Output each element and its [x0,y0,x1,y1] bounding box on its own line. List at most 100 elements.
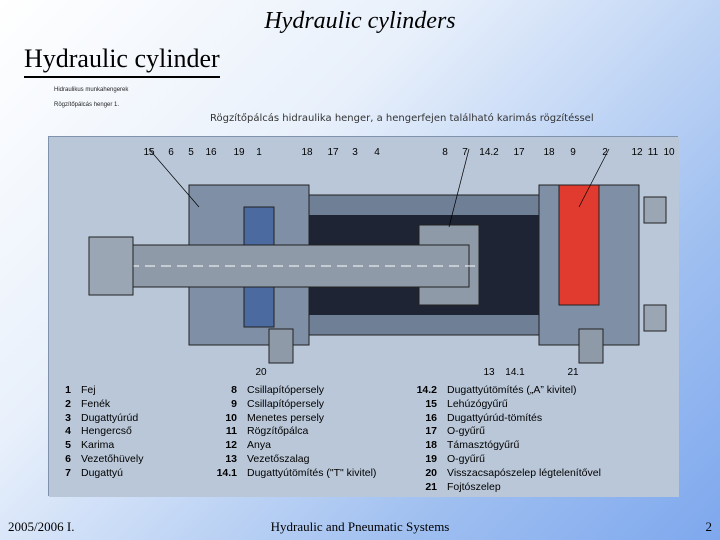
callout-label: 6 [168,147,174,158]
legend-text: Csillapítópersely [247,397,325,410]
callout-label: 21 [567,367,579,378]
legend-text: Fojtószelep [447,480,501,493]
callout-label: 14.2 [479,147,499,158]
callout-label: 15 [143,147,155,158]
callout-label: 3 [352,147,358,158]
callout-label: 18 [543,147,555,158]
legend-row: 13 Vezetőszalag [209,453,376,467]
legend-number: 14.1 [216,466,237,479]
slide-title: Hydraulic cylinder [24,44,220,78]
legend-number: 13 [225,452,237,465]
legend-text: Hengercső [81,425,132,438]
callout-label: 18 [301,147,313,158]
legend-number: 17 [425,425,437,438]
legend-row: 14.1 Dugattyútömítés ("T" kivitel) [209,466,377,481]
subtitle-line-1: Hidraulikus munkahengerek [54,87,129,93]
callout-label: 13 [483,367,495,378]
legend-text: Rögzítőpálca [247,425,309,438]
legend-text: Menetes persely [247,411,325,424]
legend-row: 5 Karima [57,439,143,453]
legend-text: Támasztógyűrű [447,439,520,452]
page-number: 2 [705,519,713,534]
figure-caption: Rögzítőpálcás hidraulika henger, a henge… [210,113,594,124]
legend-text: Visszacsapószelep légtelenítővel [447,466,601,479]
callout-label: 14.1 [505,367,525,378]
legend-text: Karima [81,439,115,452]
legend-row: 15 Lehúzógyűrű [409,398,601,412]
tie-rod-nut-top [643,196,667,224]
legend-row: 10 Menetes persely [209,412,376,426]
legend-row: 11 Rögzítőpálca [209,425,376,439]
callout-label: 19 [233,147,245,158]
legend-column-3: 14.2 Dugattyútömítés („A” kivitel) 15 Lehúz… [409,384,601,494]
legend-text: O-gyűrű [447,452,485,465]
legend-row: 20 Visszacsapószelep légtelenítővel [409,467,601,481]
legend-text: Vezetőhüvely [81,452,144,465]
legend-number: 20 [425,466,437,479]
legend-number: 14.2 [416,384,437,396]
legend-number: 5 [65,439,71,452]
legend-number: 11 [225,425,237,438]
legend-row: 3 Dugattyúrúd [57,412,143,426]
legend-row: 18 Támasztógyűrű [409,439,601,453]
throttle-valve [578,328,604,364]
legend-number: 7 [65,466,71,479]
callout-label: 16 [205,147,217,158]
legend-row: 7 Dugattyú [57,467,143,481]
legend-number: 21 [425,480,437,493]
legend-text: Dugattyútömítés („A” kivitel) [447,384,577,396]
legend-number: 6 [65,452,71,465]
red-valve-block [558,184,600,306]
legend-number: 1 [65,384,71,396]
legend-text: Dugattyúrúd [81,411,139,424]
legend-row: 17 O-gyűrű [409,425,601,439]
check-valve [268,328,294,364]
legend-text: Csillapítópersely [247,384,325,396]
callout-label: 10 [663,147,675,158]
callout-label: 7 [462,147,468,158]
footer-semester: 2005/2006 I. [8,519,75,534]
legend-text: Vezetőszalag [247,452,310,465]
threaded-rod-end [88,236,134,296]
legend-row: 21 Fojtószelep [409,481,601,495]
legend-text: O-gyűrű [447,425,485,438]
callout-label: 11 [648,147,659,158]
legend-number: 10 [225,411,237,424]
legend-number: 8 [231,384,237,396]
legend-number: 16 [425,411,437,424]
legend-text: Lehúzógyűrű [447,397,508,410]
legend-row: 14.2 Dugattyútömítés („A” kivitel) [409,384,601,398]
legend-text: Anya [247,439,271,452]
callout-label: 1 [256,147,262,158]
legend-text: Dugattyútömítés ("T" kivitel) [247,466,377,479]
tie-rod-nut-bottom [643,304,667,332]
callout-label: 20 [255,367,267,378]
callout-label: 4 [374,147,380,158]
callout-label: 9 [570,147,576,158]
legend-row: 8 Csillapítópersely [209,384,376,398]
subtitle-line-2: Rögzítőpálcás henger 1. [54,102,120,108]
legend-text: Fenék [81,397,111,410]
legend-number: 4 [65,425,71,438]
legend-row: 6 Vezetőhüvely [57,453,143,467]
callout-label: 17 [513,147,525,158]
legend-text: Dugattyú [81,466,124,479]
legend-row: 4 Hengercső [57,425,143,439]
callout-label: 5 [188,147,194,158]
callout-label: 8 [442,147,448,158]
legend-number: 3 [65,411,71,424]
footer-course: Hydraulic and Pneumatic Systems [270,519,450,534]
legend-number: 18 [425,439,437,452]
legend-number: 15 [425,397,437,410]
